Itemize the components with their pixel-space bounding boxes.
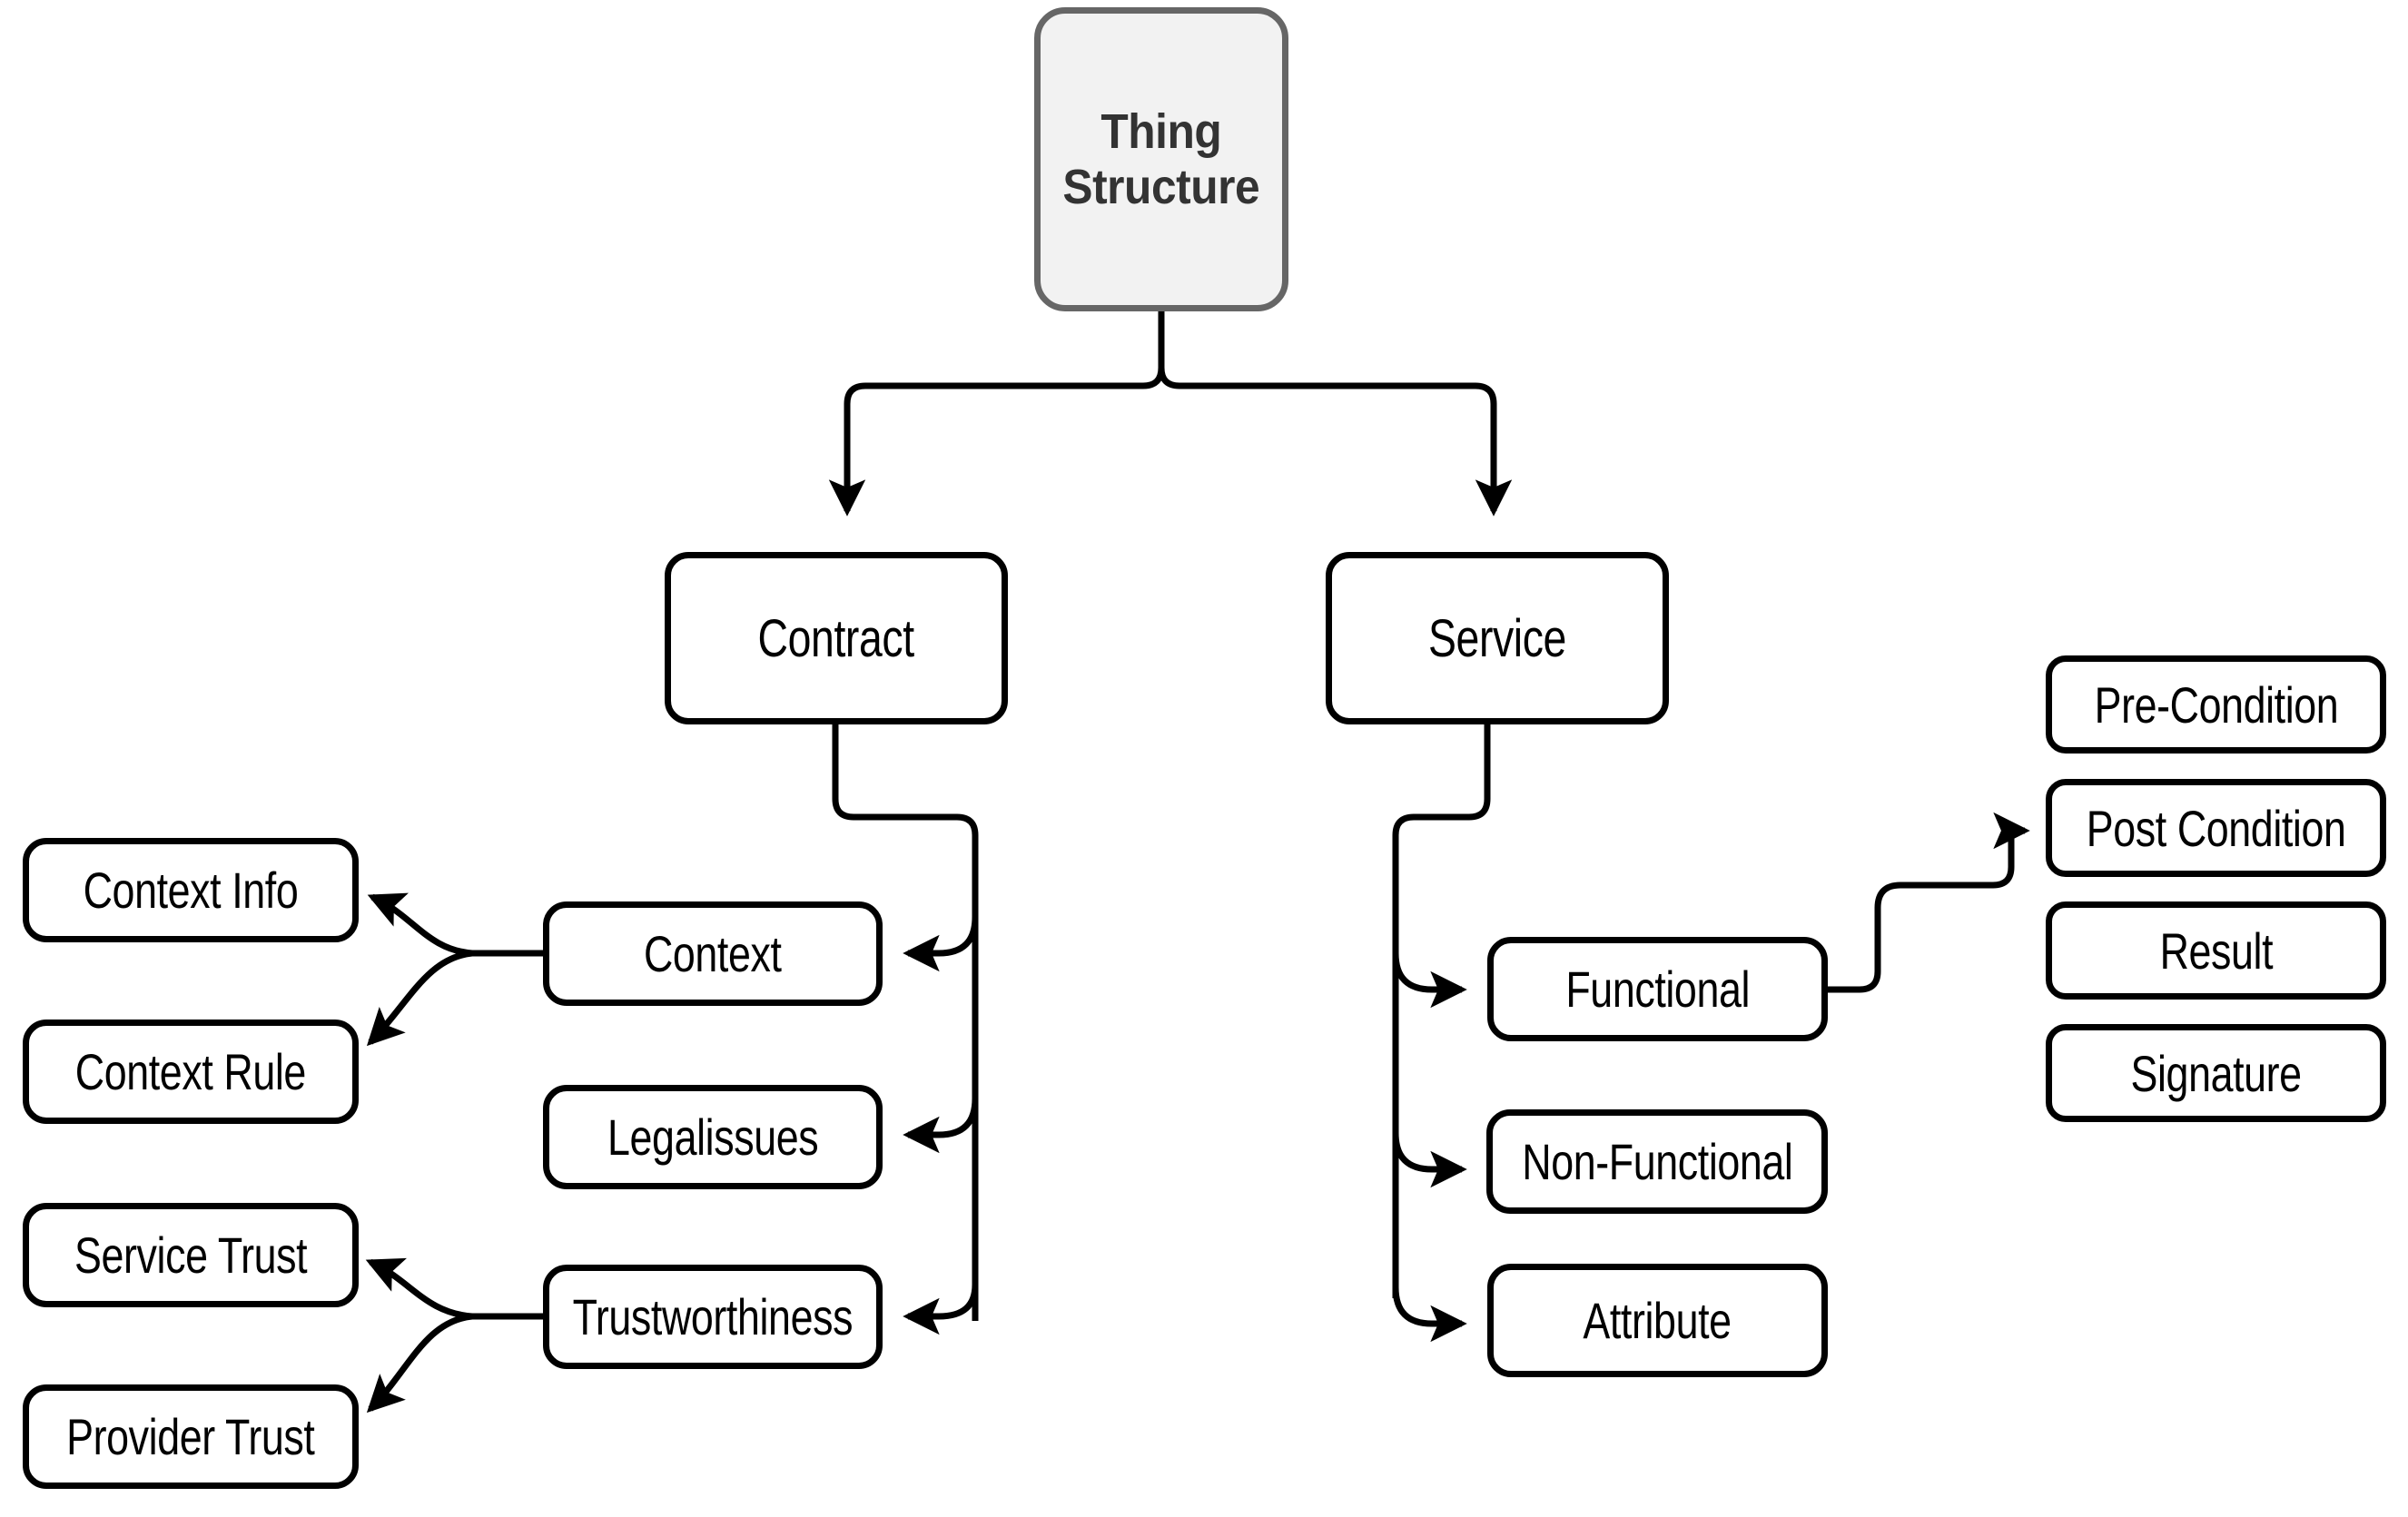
edge-contract-to-legalissues xyxy=(903,1098,979,1154)
node-service-trust[interactable]: Service Trust xyxy=(23,1203,359,1307)
node-trustworthiness[interactable]: Trustworthiness xyxy=(543,1265,883,1369)
node-functional-label: Functional xyxy=(1565,960,1750,1018)
node-signature[interactable]: Signature xyxy=(2046,1024,2386,1122)
edge-contract-to-context xyxy=(903,916,979,972)
node-functional[interactable]: Functional xyxy=(1487,937,1828,1041)
edge-root-to-service xyxy=(1158,311,1513,517)
node-provider-trust-label: Provider Trust xyxy=(66,1408,315,1465)
node-context-info[interactable]: Context Info xyxy=(23,838,359,942)
edge-service-to-functional xyxy=(1392,952,1467,1009)
node-context-label: Context xyxy=(644,925,782,982)
edge-contract-trunk xyxy=(832,723,979,1321)
edge-context-to-context-rule xyxy=(366,950,473,1047)
node-result[interactable]: Result xyxy=(2046,901,2386,1000)
node-non-functional[interactable]: Non-Functional xyxy=(1486,1109,1828,1214)
node-attribute-label: Attribute xyxy=(1583,1292,1732,1349)
node-pre-condition-label: Pre-Condition xyxy=(2094,675,2338,734)
node-non-functional-label: Non-Functional xyxy=(1521,1133,1793,1190)
edge-functional-to-pre-condition xyxy=(1828,812,2030,993)
node-contract[interactable]: Contract xyxy=(665,552,1008,724)
node-service-trust-label: Service Trust xyxy=(74,1226,308,1284)
edge-service-trunk xyxy=(1392,723,1491,1298)
node-legalissues[interactable]: Legalissues xyxy=(543,1085,883,1189)
node-pre-condition[interactable]: Pre-Condition xyxy=(2046,655,2386,754)
node-result-label: Result xyxy=(2159,921,2273,980)
node-service-label: Service xyxy=(1428,608,1566,668)
node-signature-label: Signature xyxy=(2130,1044,2302,1102)
node-provider-trust[interactable]: Provider Trust xyxy=(23,1384,359,1489)
edge-trust-to-service-trust xyxy=(365,1257,473,1320)
edge-service-to-non-functional xyxy=(1392,1132,1467,1188)
node-context-info-label: Context Info xyxy=(83,862,299,919)
edge-service-to-attribute xyxy=(1392,1286,1467,1343)
node-post-condition-label: Post Condition xyxy=(2086,799,2346,857)
node-legalissues-label: Legalissues xyxy=(607,1108,819,1166)
node-contract-label: Contract xyxy=(757,608,915,668)
edge-root-split xyxy=(828,311,1165,517)
node-thing-structure-line1: Thing xyxy=(1100,104,1222,160)
edge-context-to-context-info xyxy=(367,892,473,957)
node-post-condition[interactable]: Post Condition xyxy=(2046,779,2386,877)
node-thing-structure[interactable]: Thing Structure xyxy=(1034,7,1288,311)
node-context-rule-label: Context Rule xyxy=(74,1043,307,1100)
edge-trust-to-provider-trust xyxy=(366,1313,473,1414)
node-context-rule[interactable]: Context Rule xyxy=(23,1020,359,1124)
node-context[interactable]: Context xyxy=(543,901,883,1006)
node-thing-structure-line2: Structure xyxy=(1062,159,1260,214)
node-trustworthiness-label: Trustworthiness xyxy=(572,1288,854,1345)
node-attribute[interactable]: Attribute xyxy=(1487,1264,1828,1377)
edge-contract-to-trustworthiness xyxy=(903,1284,979,1335)
node-service[interactable]: Service xyxy=(1326,552,1669,724)
